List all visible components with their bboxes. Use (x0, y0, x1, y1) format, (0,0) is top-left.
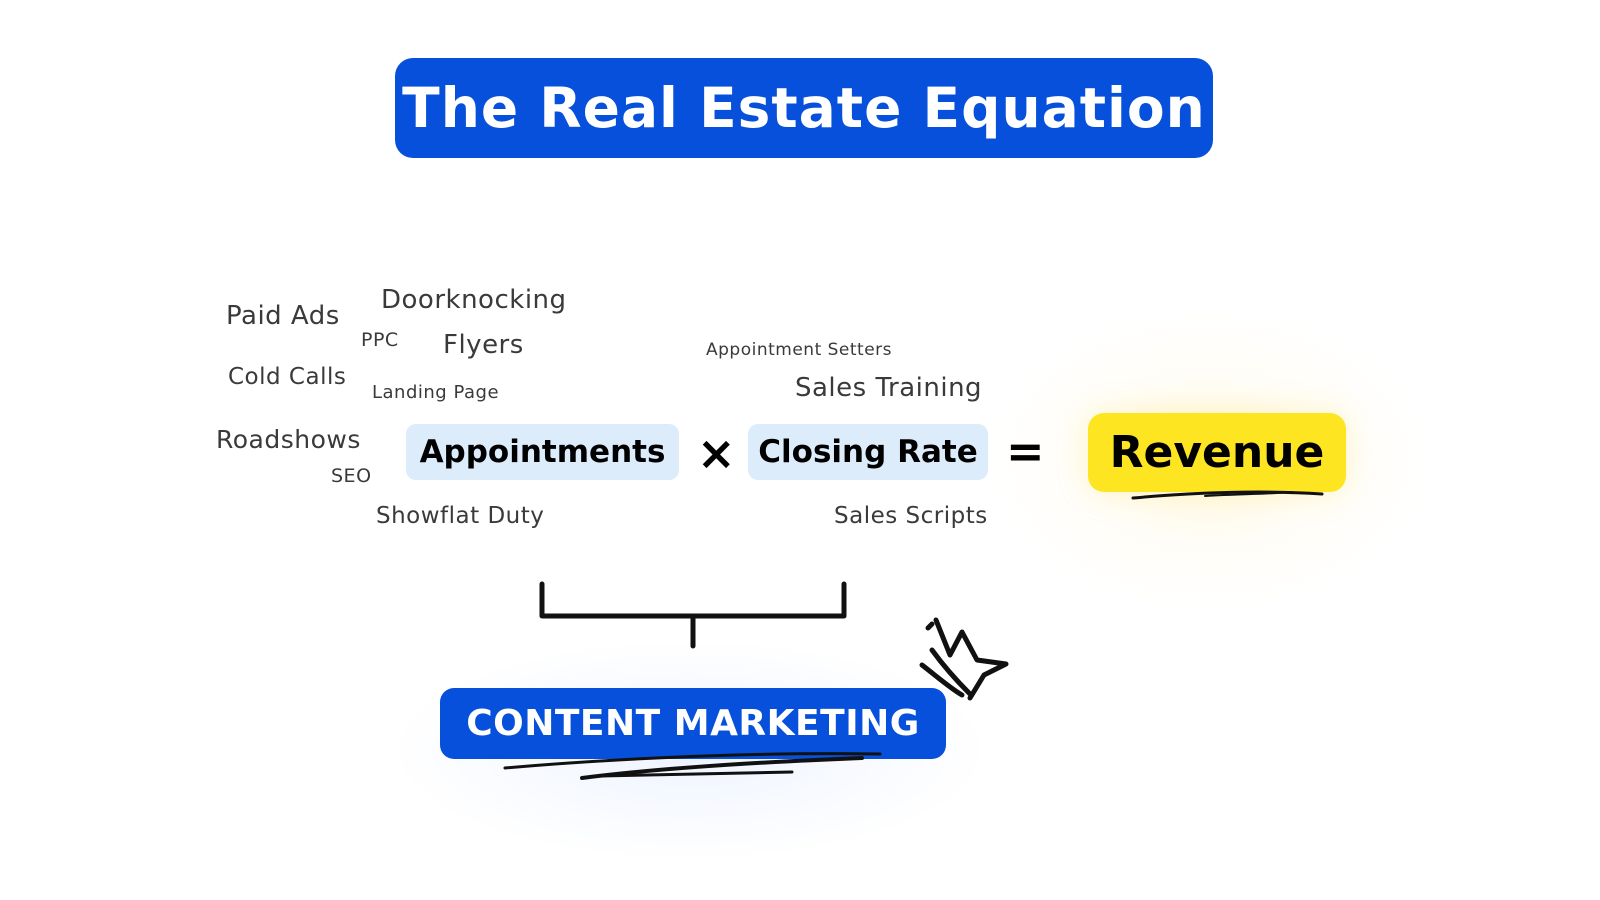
revenue-underline (1131, 490, 1324, 500)
closing-rate-pill: Closing Rate (748, 424, 988, 480)
tactic-cold-calls: Cold Calls (228, 364, 347, 390)
content-marketing-box: CONTENT MARKETING (440, 688, 946, 759)
tactic-landing-page: Landing Page (372, 382, 500, 403)
tactic-appointment-setters: Appointment Setters (706, 340, 893, 360)
tactic-showflat-duty: Showflat Duty (376, 503, 545, 529)
tactic-sales-training: Sales Training (795, 373, 983, 403)
equals-sign: = (1006, 424, 1045, 478)
tactic-sales-scripts: Sales Scripts (834, 503, 988, 529)
multiply-sign: × (697, 426, 736, 480)
crown-icon (919, 617, 1009, 701)
appointments-pill: Appointments (406, 424, 679, 480)
tactic-roadshows: Roadshows (216, 425, 361, 454)
tactic-seo: SEO (331, 465, 372, 487)
tactic-paid-ads: Paid Ads (226, 301, 340, 331)
content-underline (503, 752, 882, 780)
bracket (539, 581, 847, 649)
revenue-box: Revenue (1088, 413, 1346, 492)
page-title: The Real Estate Equation (395, 58, 1213, 158)
tactic-ppc: PPC (361, 329, 399, 351)
tactic-doorknocking: Doorknocking (381, 285, 567, 315)
tactic-flyers: Flyers (443, 330, 524, 360)
